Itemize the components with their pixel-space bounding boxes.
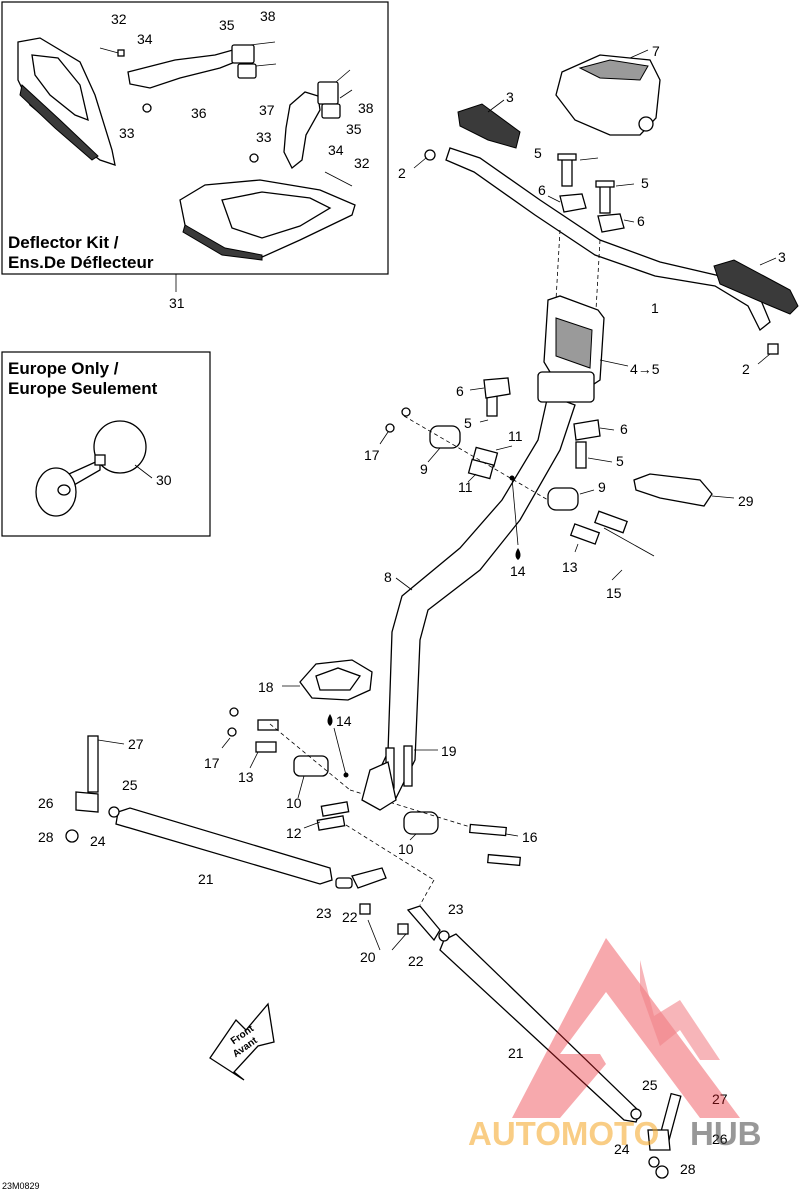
handlebar-shape — [445, 147, 771, 332]
callout-13b: 13 — [238, 769, 254, 785]
inset-label-34a: 34 — [137, 31, 153, 47]
callout-6b: 6 — [637, 213, 645, 229]
front-direction-arrow: Front Avant — [209, 1002, 275, 1081]
inset-label-35b: 35 — [346, 121, 362, 137]
callout-19: 19 — [441, 743, 457, 759]
tie-rod-end-right — [630, 1092, 682, 1179]
grip-right-shape — [713, 259, 799, 315]
europe-only-inset: Europe Only / Europe Seulement 30 — [1, 351, 211, 537]
callout-28a: 28 — [38, 829, 54, 845]
watermark-triangle — [512, 938, 740, 1118]
inset-label-37: 37 — [259, 102, 275, 118]
callout-7: 7 — [652, 43, 660, 59]
bracket-plate-shape — [633, 473, 713, 507]
callout-5a: 5 — [534, 145, 542, 161]
callout-20: 20 — [360, 949, 376, 965]
callout-10b: 10 — [398, 841, 414, 857]
grip-left-shape — [457, 103, 521, 149]
inset-label-36: 36 — [191, 105, 207, 121]
callout-21a: 21 — [198, 871, 214, 887]
callout-28b: 28 — [680, 1161, 696, 1177]
callout-14b: 14 — [336, 713, 352, 729]
callout-17b: 17 — [204, 755, 220, 771]
deflector-kit-inset: 32 34 35 38 33 36 37 33 38 35 34 32 Defl… — [1, 1, 389, 275]
callout-22b: 22 — [408, 953, 424, 969]
callout-9b: 9 — [598, 479, 606, 495]
callout-31: 31 — [169, 295, 185, 311]
tie-rod-lower-shape — [406, 905, 641, 1123]
callout-29: 29 — [738, 493, 754, 509]
lower-clamp-hardware — [221, 707, 521, 906]
callout-12: 12 — [286, 825, 302, 841]
callout-23b: 23 — [448, 901, 464, 917]
inset-label-38b: 38 — [358, 100, 374, 116]
inset-label-32a: 32 — [111, 11, 127, 27]
horn-shape — [35, 420, 147, 517]
deflector-kit-title-line2: Ens.De Déflecteur — [8, 253, 154, 272]
callout-10a: 10 — [286, 795, 302, 811]
cover-shape — [299, 659, 373, 701]
deflector-right-shape — [179, 179, 356, 261]
watermark-text-hub: HUB — [690, 1115, 762, 1152]
callout-5d: 5 — [616, 453, 624, 469]
callout-26b: 26 — [712, 1131, 728, 1147]
europe-title-line1: Europe Only / — [8, 359, 119, 378]
steering-column-shape — [369, 371, 595, 801]
callout-5c: 5 — [464, 415, 472, 431]
tie-rod-end-left — [65, 735, 125, 843]
callout-25b: 25 — [642, 1077, 658, 1093]
riser-block-shape — [543, 229, 605, 389]
callout-11a: 11 — [508, 428, 523, 444]
callout-25a: 25 — [122, 777, 138, 793]
callout-5b: 5 — [641, 175, 649, 191]
callout-22a: 22 — [342, 909, 358, 925]
callout-4-5: 4→5 — [630, 361, 660, 377]
deflector-left-shape — [17, 37, 116, 166]
callout-23a: 23 — [316, 905, 332, 921]
callout-3b: 3 — [778, 249, 786, 265]
callout-2a: 2 — [398, 165, 406, 181]
callout-24b: 24 — [614, 1141, 630, 1157]
main-callouts: 7 3 2 5 5 6 6 3 1 2 4→5 6 5 6 5 17 9 11 … — [38, 43, 786, 1177]
callout-27b: 27 — [712, 1091, 728, 1107]
callout-1: 1 — [651, 300, 659, 316]
europe-title-line2: Europe Seulement — [8, 379, 158, 398]
callout-8: 8 — [384, 569, 392, 585]
handlebar-pad-shape — [555, 54, 661, 136]
callout-26a: 26 — [38, 795, 54, 811]
callout-6c: 6 — [456, 383, 464, 399]
inset-label-34b: 34 — [328, 142, 344, 158]
callout-21b: 21 — [508, 1045, 524, 1061]
callout-16: 16 — [522, 829, 538, 845]
top-clamp-hardware — [547, 153, 635, 233]
callout-6d: 6 — [620, 421, 628, 437]
inset-label-38a: 38 — [260, 8, 276, 24]
deflector-bracket-lower — [249, 69, 353, 187]
deflector-kit-title-line1: Deflector Kit / — [8, 233, 119, 252]
inset-label-33a: 33 — [119, 125, 135, 141]
callout-30: 30 — [156, 472, 172, 488]
callout-2b: 2 — [742, 361, 750, 377]
callout-3a: 3 — [506, 89, 514, 105]
callout-17a: 17 — [364, 447, 380, 463]
callout-13a: 13 — [562, 559, 578, 575]
watermark-text-automoto: AUTOMOTO — [468, 1115, 659, 1152]
callout-18: 18 — [258, 679, 274, 695]
inset-label-33b: 33 — [256, 129, 272, 145]
watermark-logo: AUTOMOTO HUB — [468, 938, 762, 1152]
callout-15: 15 — [606, 585, 622, 601]
callout-14a: 14 — [510, 563, 526, 579]
inset-label-32b: 32 — [354, 155, 370, 171]
callout-11b: 11 — [458, 479, 473, 495]
callout-27a: 27 — [128, 736, 144, 752]
callout-6a: 6 — [538, 182, 546, 198]
callout-9a: 9 — [420, 461, 428, 477]
deflector-bracket-upper — [99, 41, 277, 113]
inset-label-35a: 35 — [219, 17, 235, 33]
middle-clamp-hardware — [379, 377, 655, 581]
tie-rod-upper-shape — [115, 807, 409, 935]
drawing-reference: 23M0829 — [2, 1181, 40, 1191]
callout-24a: 24 — [90, 833, 106, 849]
